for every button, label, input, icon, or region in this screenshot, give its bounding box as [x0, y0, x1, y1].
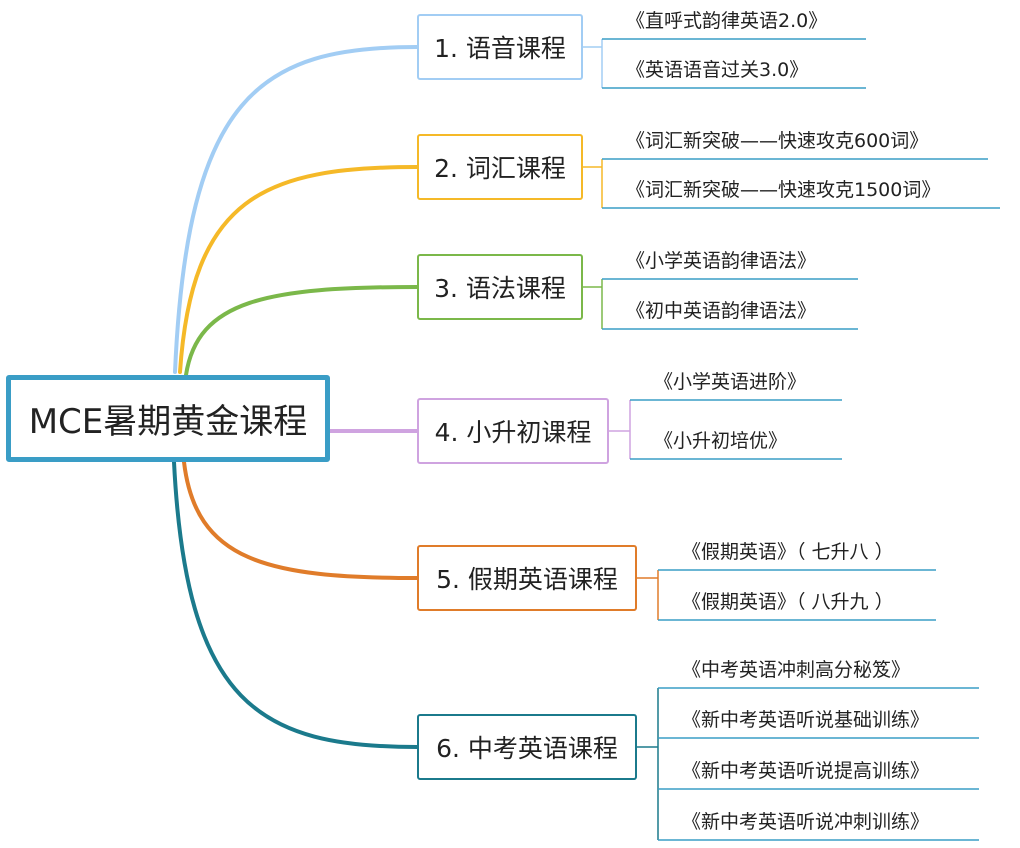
topic-3[interactable]: 3. 语法课程: [417, 254, 583, 320]
topic-label: 3. 语法课程: [434, 274, 566, 303]
subtopic[interactable]: 《新中考英语听说冲刺训练》: [682, 811, 930, 833]
branch-connector: [184, 285, 419, 377]
branch-connector: [172, 460, 419, 749]
subtopic[interactable]: 《小升初培优》: [654, 430, 788, 452]
subtopic[interactable]: 《小学英语进阶》: [654, 371, 807, 393]
subtopic[interactable]: 《新中考英语听说基础训练》: [682, 709, 930, 731]
subtopic[interactable]: 《假期英语》（ 七升八 ）: [682, 541, 894, 563]
root-topic-label: MCE暑期黄金课程: [28, 402, 308, 442]
subtopic[interactable]: 《英语语音过关3.0》: [626, 59, 809, 81]
root-topic[interactable]: MCE暑期黄金课程: [6, 375, 330, 462]
topic-label: 5. 假期英语课程: [436, 565, 618, 594]
topic-label: 4. 小升初课程: [434, 418, 592, 447]
subtopic[interactable]: 《新中考英语听说提高训练》: [682, 760, 930, 782]
topic-5[interactable]: 5. 假期英语课程: [417, 545, 637, 611]
branch-connector: [173, 45, 419, 374]
topic-label: 6. 中考英语课程: [436, 734, 618, 763]
branch-connector: [178, 165, 419, 374]
topic-2[interactable]: 2. 词汇课程: [417, 134, 583, 200]
subtopic[interactable]: 《直呼式韵律英语2.0》: [626, 10, 828, 32]
topic-1[interactable]: 1. 语音课程: [417, 14, 583, 80]
topic-label: 1. 语音课程: [434, 34, 566, 63]
topic-4[interactable]: 4. 小升初课程: [417, 398, 609, 464]
branch-connector: [182, 460, 419, 580]
subtopic[interactable]: 《词汇新突破——快速攻克1500词》: [626, 179, 941, 201]
subtopic[interactable]: 《小学英语韵律语法》: [626, 250, 817, 272]
subtopic[interactable]: 《中考英语冲刺高分秘笈》: [682, 659, 911, 681]
topic-label: 2. 词汇课程: [434, 154, 566, 183]
subtopic[interactable]: 《假期英语》（ 八升九 ）: [682, 591, 894, 613]
subtopic[interactable]: 《初中英语韵律语法》: [626, 300, 817, 322]
subtopic[interactable]: 《词汇新突破——快速攻克600词》: [626, 130, 929, 152]
topic-6[interactable]: 6. 中考英语课程: [417, 714, 637, 780]
